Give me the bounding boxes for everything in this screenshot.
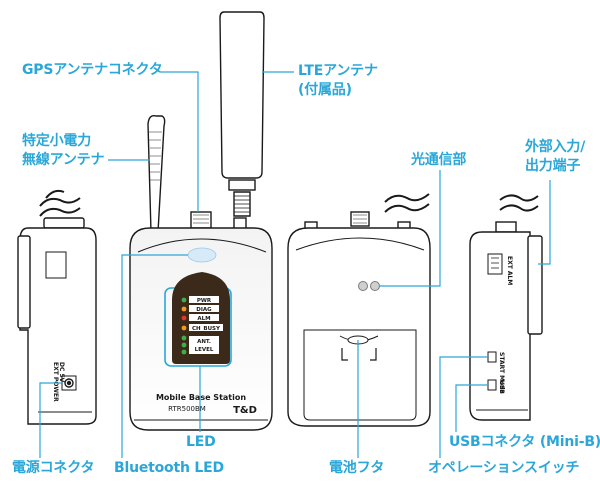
label-small-power-antenna-line2: 無線アンテナ (22, 152, 105, 168)
led-panel: PWR DIAG ALM CH_BUSY ANT. LEVEL (172, 272, 230, 364)
led-label-ant: ANT. (197, 339, 211, 345)
back-view (287, 193, 431, 427)
label-operation-switch: オペレーションスイッチ (428, 460, 580, 476)
brand-logo: T&D (233, 405, 257, 416)
label-external-io-line2: 出力端子 (525, 158, 581, 174)
label-optical-comm: 光通信部 (411, 152, 467, 168)
callout-lines (39, 71, 551, 458)
optical-comm-window (358, 281, 380, 291)
led-label-level: LEVEL (195, 347, 214, 353)
led-label-pwr: PWR (197, 298, 212, 304)
left-ext-power-text: EXT POWER (52, 362, 59, 402)
device-model-text: RTR500BM (168, 405, 206, 413)
right-usb-text: USB (498, 380, 505, 394)
label-bluetooth-led: Bluetooth LED (114, 460, 224, 476)
label-external-io: 外部入力/ 出力端子 (525, 138, 585, 176)
label-usb-connector: USBコネクタ (Mini-B) (449, 434, 600, 450)
label-gps-connector: GPSアンテナコネクタ (22, 62, 163, 78)
label-lte-antenna-line1: LTEアンテナ (298, 63, 378, 79)
right-ext-alm-text: EXT ALM (506, 256, 513, 285)
right-side-view (469, 194, 543, 421)
label-small-power-antenna: 特定小電力 無線アンテナ (22, 132, 104, 170)
left-dc5v-text: DC 5V (58, 362, 65, 383)
led-label-chbusy: CH_BUSY (192, 326, 221, 332)
led-label-diag: DIAG (196, 307, 212, 313)
device-name-text: Mobile Base Station (156, 393, 246, 402)
label-small-power-antenna-line1: 特定小電力 (22, 133, 91, 149)
label-lte-antenna: LTEアンテナ (付属品) (298, 62, 378, 100)
led-label-alm: ALM (197, 316, 210, 322)
label-external-io-line1: 外部入力/ (525, 139, 586, 155)
label-power-connector: 電源コネクタ (12, 460, 95, 476)
label-battery-cover: 電池フタ (329, 460, 385, 476)
bluetooth-led (187, 247, 217, 263)
label-led: LED (186, 434, 216, 450)
left-side-view (17, 189, 97, 425)
label-lte-antenna-line2: (付属品) (298, 82, 352, 98)
right-start-mode-text: START Mode (498, 352, 505, 394)
